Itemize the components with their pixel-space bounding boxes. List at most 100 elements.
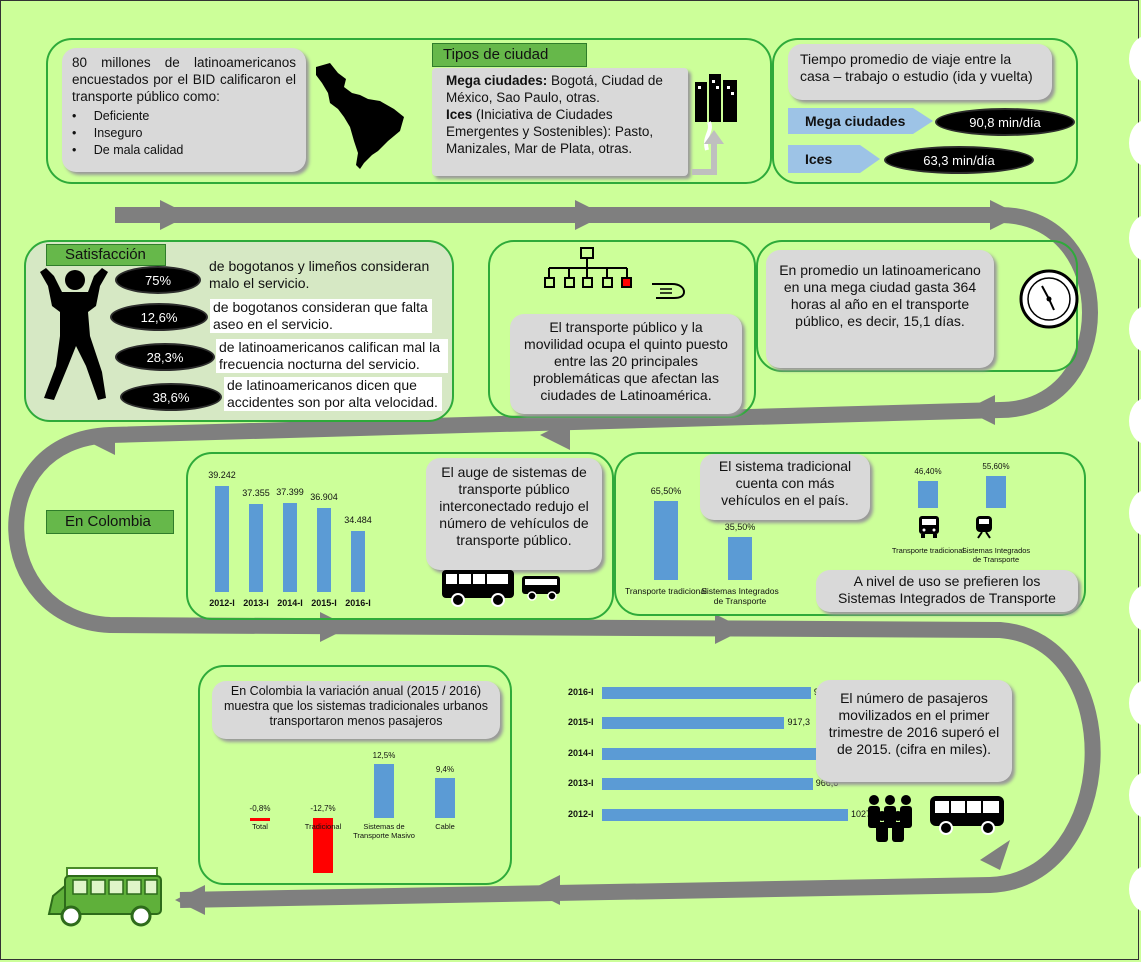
tipos-box: Mega ciudades: Bogotá, Ciudad de México,…: [432, 68, 688, 176]
data-label: 917,3: [787, 717, 810, 727]
arrow-left-icon: [965, 395, 995, 425]
bar: [654, 501, 678, 580]
binder-hole: [1129, 120, 1141, 166]
city-buildings-icon: [695, 74, 737, 151]
tick-label: 2013-I: [243, 598, 269, 608]
bar: [602, 809, 848, 821]
data-label: -12,7%: [310, 804, 336, 813]
arrow-left-icon: [530, 875, 560, 905]
horas-text: En promedio un latinoamericano en una me…: [766, 250, 994, 368]
bar: [602, 687, 811, 699]
bar: [602, 748, 825, 760]
arrow-left-icon: [85, 428, 115, 455]
data-label: 65,50%: [650, 486, 682, 497]
tick-label: Cable: [435, 822, 455, 831]
binder-hole: [1129, 680, 1141, 726]
data-label: 55,60%: [982, 461, 1010, 471]
bar: [215, 486, 229, 592]
top-panel: [46, 38, 772, 184]
tick-label: 2015-I: [311, 598, 337, 608]
bar: [602, 717, 785, 729]
tick-label: Sistemas de Transporte Masivo: [353, 822, 415, 840]
colombia-title: En Colombia: [46, 510, 174, 534]
tick-label: 2014-I: [277, 598, 303, 608]
tradicional-text: El sistema tradicional cuenta con más ve…: [700, 454, 870, 520]
tipos-mega: Mega ciudades: Bogotá, Ciudad de México,…: [446, 73, 663, 105]
tick-label: 2016-I: [345, 598, 371, 608]
tiempo-ices-label: Ices: [805, 151, 833, 167]
curved-arrow-icon: [692, 130, 724, 175]
sat-text-4: de latinoamericanos dicen que accidentes…: [224, 377, 442, 411]
bid-item: • Inseguro: [72, 126, 143, 140]
hierarchy-icon: [544, 247, 632, 288]
tick-label: Total: [252, 822, 268, 831]
binder-hole: [1129, 866, 1141, 912]
latin-america-map-icon: [316, 63, 404, 169]
tiempo-panel: [772, 38, 1078, 184]
tick-label: 2016-I: [568, 687, 594, 697]
vehiculos-panel: [186, 452, 614, 620]
data-label: 37.399: [276, 487, 304, 498]
data-label: 9,4%: [435, 764, 455, 774]
tick-label: Transporte tradicional: [625, 586, 707, 596]
tick-label: Sistemas Integrados de Transporte: [701, 586, 779, 606]
binder-hole: [1129, 585, 1141, 631]
train-icon: [976, 516, 992, 539]
bar: [374, 764, 394, 818]
sat-value-4: 38,6%: [120, 383, 222, 411]
arrow-right-icon: [715, 614, 745, 644]
bar: [728, 537, 752, 580]
bar: [602, 778, 813, 790]
tipos-title: Tipos de ciudad: [432, 43, 587, 67]
bar: [351, 530, 365, 592]
bar: [283, 503, 297, 592]
tick-label: 2012-I: [568, 809, 594, 819]
tick-label: 2012-I: [209, 598, 235, 608]
bus-icon: [442, 570, 560, 607]
frustrated-person-icon: [40, 268, 108, 400]
bar: [249, 503, 263, 592]
data-label: 1027,8: [850, 809, 879, 819]
auge-text: El auge de sistemas de transporte públic…: [426, 458, 602, 570]
binder-hole: [1129, 36, 1141, 82]
data-label: 46,40%: [914, 467, 942, 477]
people-group-icon: [868, 795, 912, 842]
tick-label: 2014-I: [568, 748, 594, 758]
arrow-right-icon: [160, 200, 190, 230]
tipos-ices: Ices (Iniciativa de Ciudades Emergentes …: [446, 107, 654, 156]
arrow-left-icon: [540, 420, 570, 450]
binder-hole: [1129, 306, 1141, 352]
binder-hole: [1129, 772, 1141, 818]
pasajeros-text: El número de pasajeros movilizados en el…: [816, 680, 1012, 782]
bar: [250, 818, 270, 822]
data-label: 36.904: [310, 492, 338, 503]
satisfaccion-title: Satisfacción: [46, 244, 166, 266]
binder-hole: [1129, 215, 1141, 261]
tick-label: Transporte tradicional: [891, 546, 965, 555]
bar: [435, 777, 455, 818]
bid-item: • De mala calidad: [72, 143, 184, 157]
tick-label: Tradicional: [304, 822, 342, 831]
data-label: 34.484: [344, 514, 372, 525]
movilidad-panel: [488, 240, 756, 418]
arrow-right-icon: [575, 200, 605, 230]
data-label: 12,5%: [372, 751, 396, 761]
arrow-left-icon: [175, 885, 205, 915]
sat-text-3: de latinoamericanos califican mal la fre…: [216, 339, 448, 373]
tick-label: Sistemas Integrados de Transporte: [961, 546, 1031, 564]
arrow-left-icon: [980, 840, 1010, 870]
sat-value-2: 12,6%: [110, 303, 208, 331]
data-label: -0,8%: [249, 804, 271, 813]
data-label: 39.242: [208, 470, 236, 480]
binder-hole: [1129, 490, 1141, 536]
sat-value-1: 75%: [115, 266, 201, 294]
bar: [986, 475, 1006, 508]
bus-icon: [930, 796, 1004, 835]
tiempo-mega-value: 90,8 min/día: [935, 108, 1075, 136]
sat-value-3: 28,3%: [115, 343, 215, 371]
bid-intro: 80 millones de latinoamericanos encuesta…: [72, 55, 296, 104]
bar: [918, 481, 938, 508]
sat-text-2: de bogotanos consideran que falta aseo e…: [210, 299, 432, 333]
